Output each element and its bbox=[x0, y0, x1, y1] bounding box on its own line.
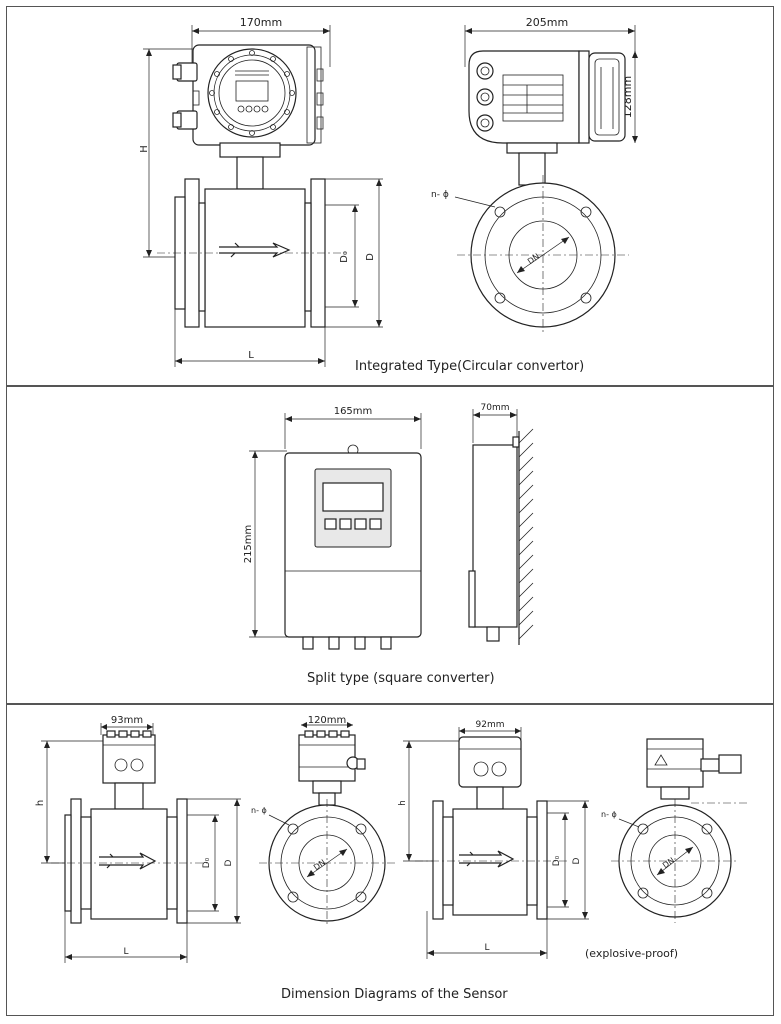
dim-215mm: 215mm bbox=[243, 525, 254, 564]
dim-205mm: 205mm bbox=[526, 16, 568, 29]
split-type-panel: 165mm 215mm bbox=[6, 386, 774, 704]
label-n-phi: n- ϕ bbox=[431, 190, 449, 200]
label-L-1: L bbox=[123, 947, 128, 957]
label-h-2: h bbox=[398, 800, 408, 806]
split-caption: Split type (square converter) bbox=[307, 671, 495, 686]
dim-92mm: 92mm bbox=[476, 720, 505, 730]
integrated-caption: Integrated Type(Circular convertor) bbox=[355, 359, 585, 374]
label-L: L bbox=[248, 350, 254, 361]
dim-120mm: 120mm bbox=[308, 715, 347, 726]
sensor-caption: Dimension Diagrams of the Sensor bbox=[281, 987, 508, 1002]
label-h-1: h bbox=[35, 800, 46, 806]
label-D0-2: D₀ bbox=[552, 855, 562, 866]
dim-170mm: 170mm bbox=[240, 16, 282, 29]
label-n-phi-2: n- ϕ bbox=[601, 810, 617, 819]
split-type-drawing: 165mm 215mm bbox=[243, 403, 534, 650]
label-D0-1: D₀ bbox=[202, 857, 212, 868]
dim-165mm: 165mm bbox=[334, 406, 373, 417]
label-D0: D₀ bbox=[339, 251, 350, 263]
label-H: H bbox=[139, 145, 150, 153]
integrated-type-drawing: 170mm H bbox=[139, 16, 638, 367]
label-n-phi-1: n- ϕ bbox=[251, 806, 267, 815]
label-D: D bbox=[365, 253, 376, 261]
label-D-1: D bbox=[224, 859, 234, 866]
label-D-2: D bbox=[572, 857, 582, 864]
dim-70mm: 70mm bbox=[481, 403, 510, 413]
integrated-type-panel: 170mm H bbox=[6, 6, 774, 386]
sensor-drawing: 93mm h D₀ bbox=[35, 715, 747, 963]
dim-93mm: 93mm bbox=[111, 715, 143, 726]
label-L-2: L bbox=[484, 943, 489, 953]
sensor-panel: 93mm h D₀ bbox=[6, 704, 774, 1016]
explosive-proof-note: (explosive-proof) bbox=[585, 947, 679, 960]
